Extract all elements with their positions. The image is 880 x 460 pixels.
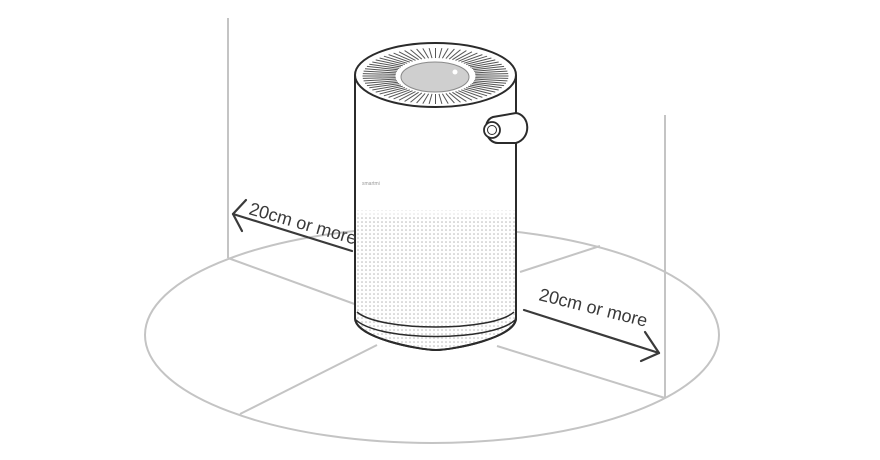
vent-line xyxy=(452,50,467,61)
floor-front-line xyxy=(239,344,378,415)
vent-line xyxy=(475,73,509,75)
vent-line xyxy=(463,88,488,97)
vent-line xyxy=(465,87,492,95)
vent-line xyxy=(379,87,406,95)
vent-line xyxy=(441,93,449,104)
vent-line xyxy=(398,91,416,101)
vent-line xyxy=(468,59,496,67)
vent-line xyxy=(474,78,508,82)
vent-line xyxy=(404,50,419,61)
vent-line xyxy=(441,48,449,59)
left-arrow-head xyxy=(231,198,248,233)
vent-line xyxy=(366,65,398,71)
vent-line xyxy=(475,77,509,79)
vent-line xyxy=(448,49,461,60)
vent-line xyxy=(463,55,488,64)
vent-line xyxy=(388,89,410,98)
vent-line xyxy=(372,84,401,91)
vent-line xyxy=(473,81,505,87)
vent-line xyxy=(363,70,397,74)
vent-line xyxy=(445,93,455,104)
vent-line xyxy=(465,57,492,65)
right-clearance-arrow xyxy=(522,308,661,363)
vent-line xyxy=(379,57,406,65)
vent-line xyxy=(461,54,483,63)
vent-line xyxy=(416,48,426,59)
vent-line xyxy=(369,83,400,89)
vent-line xyxy=(393,90,413,100)
vent-line xyxy=(375,85,403,93)
vent-line xyxy=(416,93,426,104)
vent-line xyxy=(471,63,502,69)
vent-line xyxy=(468,85,496,93)
vent-line xyxy=(474,70,508,74)
purifier-base-ring xyxy=(356,311,515,328)
floor-right-wall-line xyxy=(496,345,666,399)
vent-line xyxy=(393,52,413,62)
top-center-disc xyxy=(400,61,470,93)
vent-line xyxy=(471,83,502,89)
vent-line xyxy=(422,48,430,59)
vent-line xyxy=(470,61,499,68)
vent-line xyxy=(372,61,401,68)
vent-line xyxy=(455,91,473,101)
vent-line xyxy=(461,89,483,98)
vent-line xyxy=(474,80,507,84)
vent-line xyxy=(410,92,423,103)
vent-line xyxy=(364,68,397,72)
vent-line xyxy=(383,88,408,97)
vent-line xyxy=(363,78,397,82)
air-purifier: smartmi xyxy=(354,42,529,352)
vent-line xyxy=(438,47,443,59)
vent-line xyxy=(404,91,419,102)
vent-line xyxy=(455,51,473,61)
top-vent-lines xyxy=(362,47,509,105)
vent-line xyxy=(369,63,400,69)
vent-line xyxy=(362,73,396,75)
vent-line xyxy=(366,81,398,87)
vent-line xyxy=(428,93,433,105)
vent-line xyxy=(458,52,478,62)
vent-line xyxy=(445,48,455,59)
vent-line xyxy=(398,51,416,61)
vent-line xyxy=(422,93,430,104)
vent-line xyxy=(474,68,507,72)
vent-line xyxy=(383,55,408,64)
handle-ring xyxy=(483,121,501,139)
vent-line xyxy=(458,90,478,100)
vent-line xyxy=(364,80,397,84)
vent-line xyxy=(470,84,499,91)
indicator-light xyxy=(452,69,458,75)
device-brand-text: smartmi xyxy=(362,181,380,187)
vent-line xyxy=(388,54,410,63)
left-clearance-arrow xyxy=(231,198,354,253)
vent-line xyxy=(448,92,461,103)
right-arrow-head xyxy=(639,330,661,363)
vent-line xyxy=(375,59,403,67)
floor-left-corner-line xyxy=(227,257,361,307)
vent-line xyxy=(410,49,423,60)
vent-line xyxy=(452,91,467,102)
vent-line xyxy=(362,77,396,79)
room-guides xyxy=(144,18,720,444)
vent-line xyxy=(428,47,433,59)
right-clearance-label: 20cm or more xyxy=(537,284,650,330)
vent-line xyxy=(438,93,443,105)
floor-right-corner-line xyxy=(519,245,601,273)
vent-line xyxy=(473,65,505,71)
